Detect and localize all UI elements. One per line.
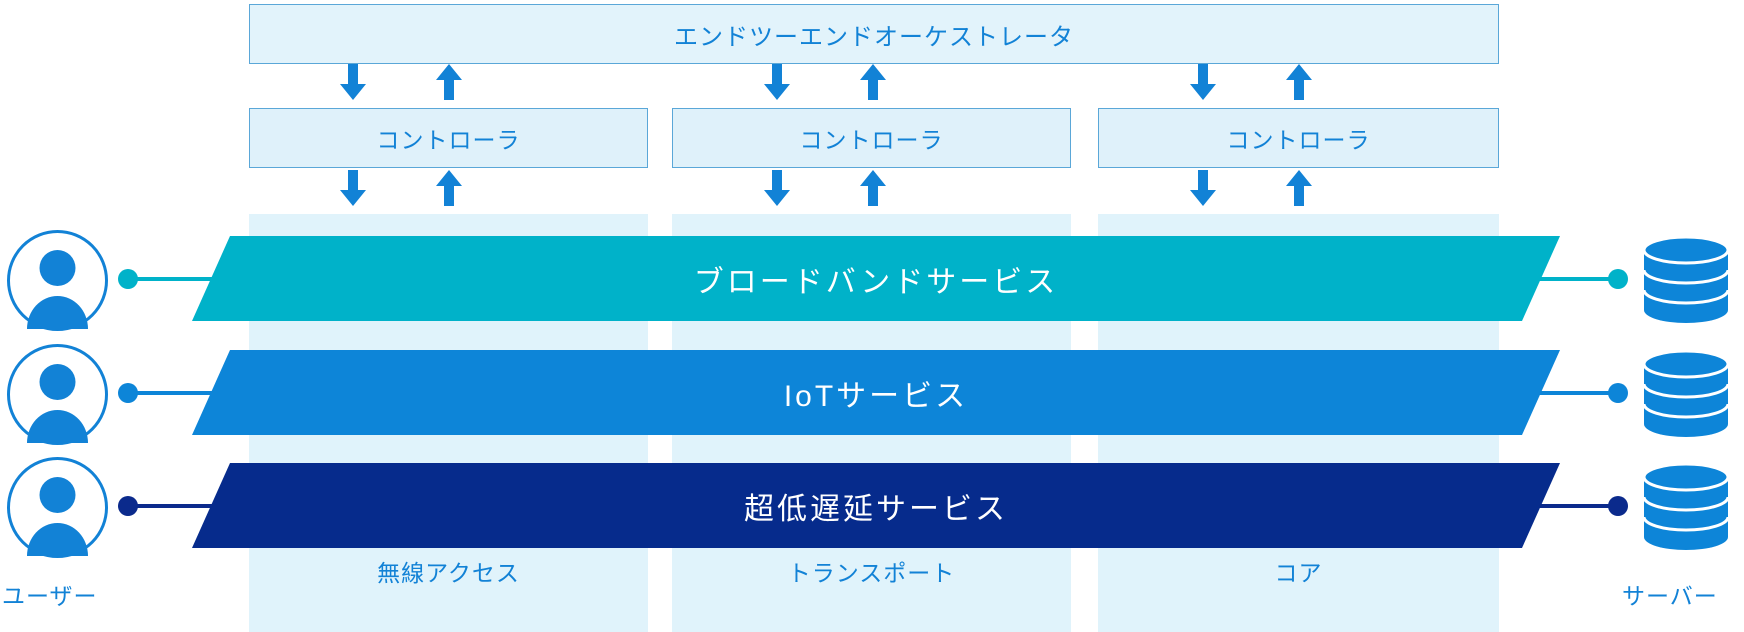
server-label: サーバー	[1622, 583, 1718, 609]
arrow-up-icon	[1282, 170, 1316, 206]
service-band-ultra-low-latency: 超低遅延サービス	[192, 463, 1560, 548]
service-label: 超低遅延サービス	[744, 492, 1008, 526]
arrow-down-icon	[1186, 64, 1220, 100]
controller-box-core: コントローラ	[1098, 108, 1499, 168]
connector-line-right-low-latency	[1522, 504, 1620, 508]
orchestrator-label: エンドツーエンドオーケストレータ	[674, 23, 1074, 51]
arrow-down-icon	[336, 170, 370, 206]
controller-label: コントローラ	[1226, 127, 1371, 153]
service-label: ブロードバンドサービス	[693, 265, 1059, 299]
domain-label: トランスポート	[787, 560, 956, 586]
connector-line-right-iot	[1522, 391, 1620, 395]
arrow-up-icon	[856, 64, 890, 100]
domain-label: コア	[1274, 560, 1323, 586]
user-avatar-icon	[5, 228, 110, 333]
database-cylinder-icon	[1636, 230, 1736, 330]
arrow-up-icon	[432, 170, 466, 206]
user-label: ユーザー	[2, 583, 98, 609]
user-avatar-icon	[5, 455, 110, 560]
arrow-down-icon	[336, 64, 370, 100]
arrow-down-icon	[1186, 170, 1220, 206]
connector-line-left-broadband	[126, 277, 236, 281]
service-band-broadband: ブロードバンドサービス	[192, 236, 1560, 321]
connector-dot-right-low-latency	[1608, 496, 1628, 516]
service-label: IoTサービス	[783, 379, 969, 413]
controller-label: コントローラ	[799, 127, 944, 153]
connector-dot-left-broadband	[118, 269, 138, 289]
connector-dot-right-iot	[1608, 383, 1628, 403]
end-to-end-orchestrator-box: エンドツーエンドオーケストレータ	[249, 4, 1499, 64]
service-band-iot: IoTサービス	[192, 350, 1560, 435]
database-cylinder-icon	[1636, 344, 1736, 444]
user-avatar-icon	[5, 342, 110, 447]
controller-box-transport: コントローラ	[672, 108, 1071, 168]
connector-dot-left-low-latency	[118, 496, 138, 516]
connector-line-left-iot	[126, 391, 236, 395]
arrow-down-icon	[760, 64, 794, 100]
connector-dot-left-iot	[118, 383, 138, 403]
connector-line-right-broadband	[1522, 277, 1620, 281]
database-cylinder-icon	[1636, 457, 1736, 557]
arrow-up-icon	[432, 64, 466, 100]
connector-dot-right-broadband	[1608, 269, 1628, 289]
controller-box-radio-access: コントローラ	[249, 108, 648, 168]
connector-line-left-low-latency	[126, 504, 236, 508]
controller-label: コントローラ	[376, 127, 521, 153]
arrow-up-icon	[856, 170, 890, 206]
arrow-up-icon	[1282, 64, 1316, 100]
domain-label: 無線アクセス	[377, 560, 520, 586]
arrow-down-icon	[760, 170, 794, 206]
